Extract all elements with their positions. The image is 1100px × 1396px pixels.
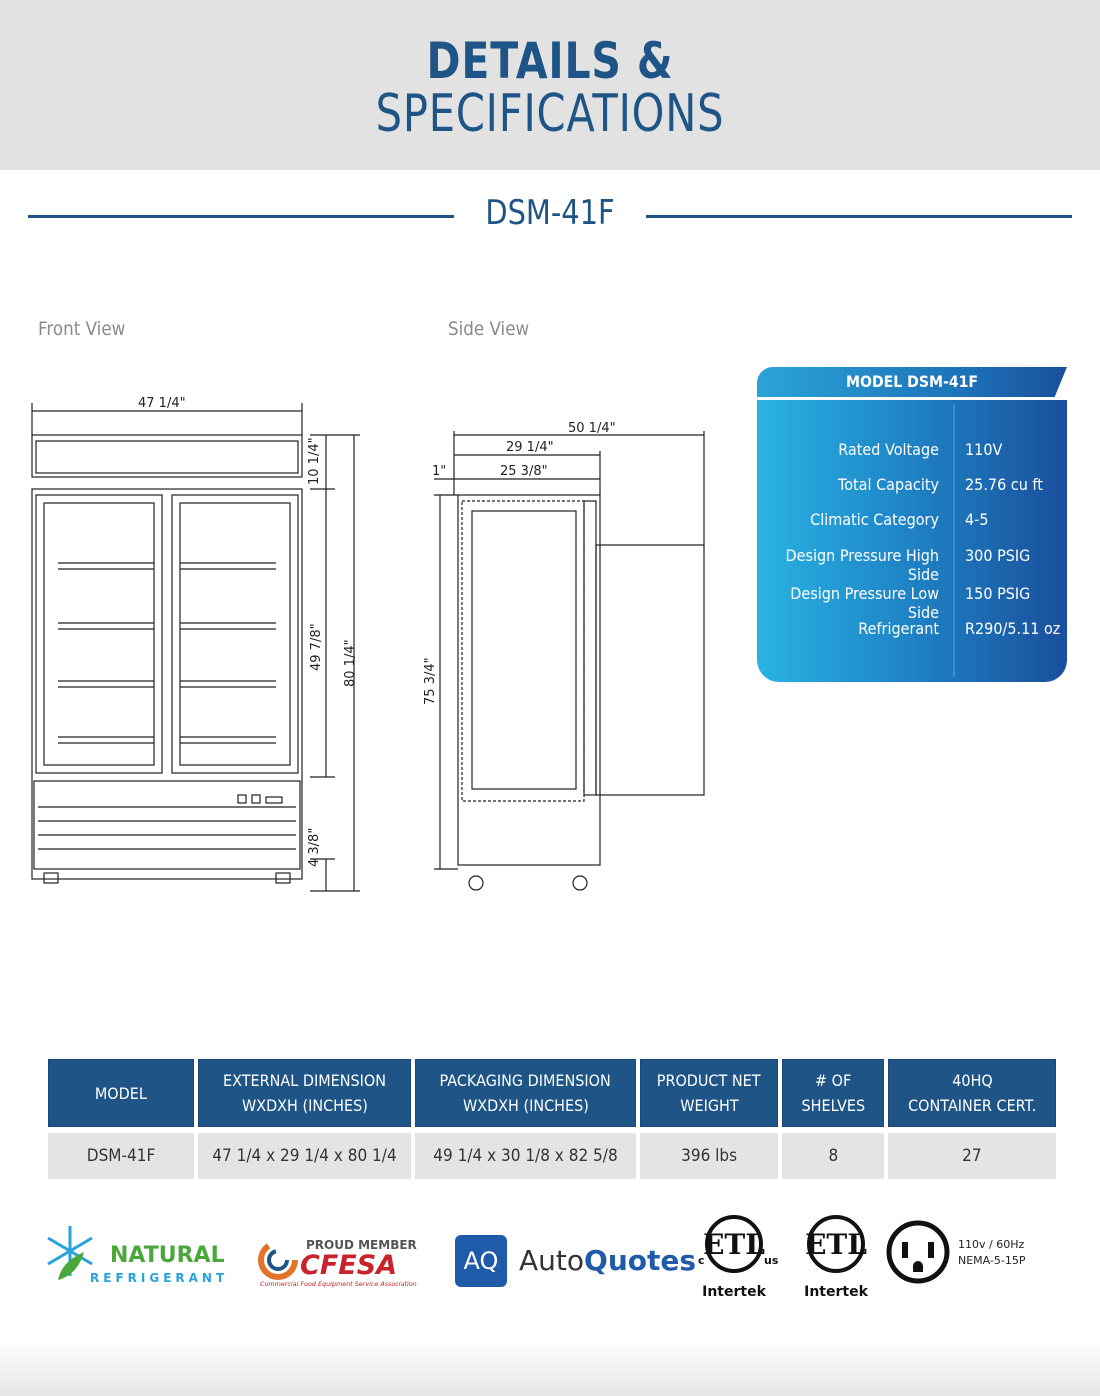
spec-panel-tab — [757, 367, 1067, 397]
page-title-line2: SPECIFICATIONS — [375, 84, 725, 144]
table-cell-container: 27 — [888, 1133, 1056, 1179]
table-cell-weight-text: 396 lbs — [680, 1146, 737, 1166]
cfesa-proud-text: PROUD MEMBER — [306, 1238, 417, 1252]
cfesa-main-text: CFESA — [300, 1250, 397, 1281]
table-header-weight-line2: WEIGHT — [679, 1096, 739, 1115]
nema-plug-icon — [886, 1220, 950, 1284]
autoquotes-word-auto: Auto — [519, 1244, 585, 1277]
table-header-model-text: MODEL — [95, 1083, 147, 1103]
page-title-line1: DETAILS & — [426, 32, 674, 90]
model-rule-left — [28, 215, 454, 218]
spec-panel-title: MODEL DSM-41F — [845, 372, 979, 391]
table-header-container-line1: 40HQ — [951, 1071, 993, 1090]
front-width-dim: 47 1/4" — [138, 396, 186, 411]
spec-value-voltage: 110V — [965, 440, 1003, 459]
leaf-icon — [58, 1252, 84, 1280]
table-header-model: MODEL — [48, 1059, 194, 1127]
spec-value-high-side: 300 PSIG — [965, 546, 1031, 565]
intertek-text-1: Intertek — [702, 1284, 766, 1300]
front-base-height-dim: 4 3/8" — [307, 828, 322, 867]
spec-value-refrigerant: R290/5.11 oz — [965, 619, 1061, 638]
front-door-height-dim: 49 7/8" — [309, 623, 324, 671]
spec-value-low-side: 150 PSIG — [965, 584, 1031, 603]
spec-label-capacity: Total Capacity — [837, 475, 939, 494]
autoquotes-wordmark: AutoQuotes — [519, 1244, 696, 1277]
table-header-weight-line1: PRODUCT NET — [657, 1071, 761, 1090]
plug-spec-text: 110v / 60Hz NEMA-5-15P — [958, 1237, 1026, 1269]
spec-label-low-side: Design Pressure Low Side — [790, 584, 939, 622]
table-cell-container-text: 27 — [962, 1146, 982, 1166]
spec-label-climatic: Climatic Category — [810, 510, 939, 529]
intertek-text-2: Intertek — [804, 1284, 868, 1300]
table-header-shelves: # OF SHELVES — [782, 1059, 884, 1127]
spec-label-refrigerant: Refrigerant — [858, 619, 939, 638]
etl-listed-logo: ETL c us Intertek — [698, 1215, 779, 1300]
spec-label-voltage: Rated Voltage — [838, 440, 939, 459]
svg-text:ETL: ETL — [805, 1228, 867, 1261]
cfesa-logo: PROUD MEMBER CFESA Commercial Food Equip… — [258, 1238, 417, 1288]
cfesa-ring-icon — [258, 1240, 298, 1280]
table-header-external-line1: EXTERNAL DIMENSION — [223, 1071, 386, 1090]
table-header-shelves-line1: # OF — [814, 1071, 852, 1090]
table-cell-external-text: 47 1/4 x 29 1/4 x 80 1/4 — [212, 1146, 397, 1166]
table-cell-weight: 396 lbs — [640, 1133, 778, 1179]
table-header-weight: PRODUCT NET WEIGHT — [640, 1059, 778, 1127]
table-header-packaging: PACKAGING DIMENSION WXDXH (INCHES) — [415, 1059, 636, 1127]
plug-voltage-text: 110v / 60Hz — [958, 1238, 1025, 1251]
table-cell-packaging-text: 49 1/4 x 30 1/8 x 82 5/8 — [433, 1146, 618, 1166]
table-cell-model: DSM-41F — [48, 1133, 194, 1179]
table-header-packaging-line2: WXDXH (INCHES) — [462, 1096, 589, 1115]
table-header-shelves-line2: SHELVES — [801, 1096, 865, 1115]
spec-label-high-side: Design Pressure High Side — [785, 546, 939, 584]
spec-panel — [757, 400, 1067, 682]
table-header-packaging-line1: PACKAGING DIMENSION — [439, 1071, 612, 1090]
model-heading: DSM-41F — [485, 193, 615, 233]
bottom-shade — [0, 1340, 1100, 1396]
cfesa-sub-text: Commercial Food Equipment Service Associ… — [260, 1280, 417, 1288]
front-total-height-dim: 80 1/4" — [343, 639, 358, 687]
side-interior-depth-dim: 25 3/8" — [500, 464, 548, 479]
spec-value-climatic: 4-5 — [965, 510, 989, 529]
table-header-external: EXTERNAL DIMENSION WXDXH (INCHES) — [198, 1059, 411, 1127]
header-band — [0, 0, 1100, 170]
etl-us-text: us — [764, 1254, 779, 1267]
spec-divider — [953, 405, 955, 677]
etl-sanitation-logo: ETL Intertek — [804, 1215, 869, 1300]
table-header-container-line2: CONTAINER CERT. — [907, 1096, 1037, 1115]
spec-value-capacity: 25.76 cu ft — [965, 475, 1043, 494]
side-offset-dim: 1" — [432, 464, 446, 479]
table-cell-shelves-text: 8 — [828, 1146, 838, 1166]
autoquotes-badge: AQ — [455, 1235, 507, 1287]
front-top-height-dim: 10 1/4" — [307, 437, 322, 485]
plug-nema-text: NEMA-5-15P — [958, 1254, 1026, 1267]
etl-c-text: c — [698, 1254, 705, 1267]
model-rule-right — [646, 215, 1072, 218]
table-header-container: 40HQ CONTAINER CERT. — [888, 1059, 1056, 1127]
refrigerant-text: REFRIGERANT — [90, 1271, 228, 1285]
svg-text:ETL: ETL — [703, 1228, 765, 1261]
table-cell-shelves: 8 — [782, 1133, 884, 1179]
side-view-drawing: 50 1/4" 29 1/4" 1" 25 3/8" 75 3/4" — [423, 421, 705, 891]
side-height-dim: 75 3/4" — [423, 657, 438, 705]
side-body-depth-dim: 29 1/4" — [506, 440, 554, 455]
side-overall-depth-dim: 50 1/4" — [568, 421, 616, 436]
table-header-external-line2: WXDXH (INCHES) — [241, 1096, 368, 1115]
etl-circle-icon — [705, 1215, 763, 1273]
table-cell-packaging: 49 1/4 x 30 1/8 x 82 5/8 — [415, 1133, 636, 1179]
front-view-label: Front View — [38, 318, 126, 340]
etl-sanitation-circle-icon — [807, 1215, 865, 1273]
table-cell-model-text: DSM-41F — [86, 1146, 156, 1166]
natural-refrigerant-logo: NATURAL REFRIGERANT — [47, 1226, 228, 1285]
front-view-drawing: 47 1/4" 10 1/4" 49 7/8" 80 1/4" 4 3/8" — [31, 396, 360, 892]
autoquotes-word-quotes: Quotes — [584, 1244, 697, 1277]
side-view-label: Side View — [448, 318, 530, 340]
natural-text: NATURAL — [110, 1243, 225, 1268]
table-cell-external: 47 1/4 x 29 1/4 x 80 1/4 — [198, 1133, 411, 1179]
